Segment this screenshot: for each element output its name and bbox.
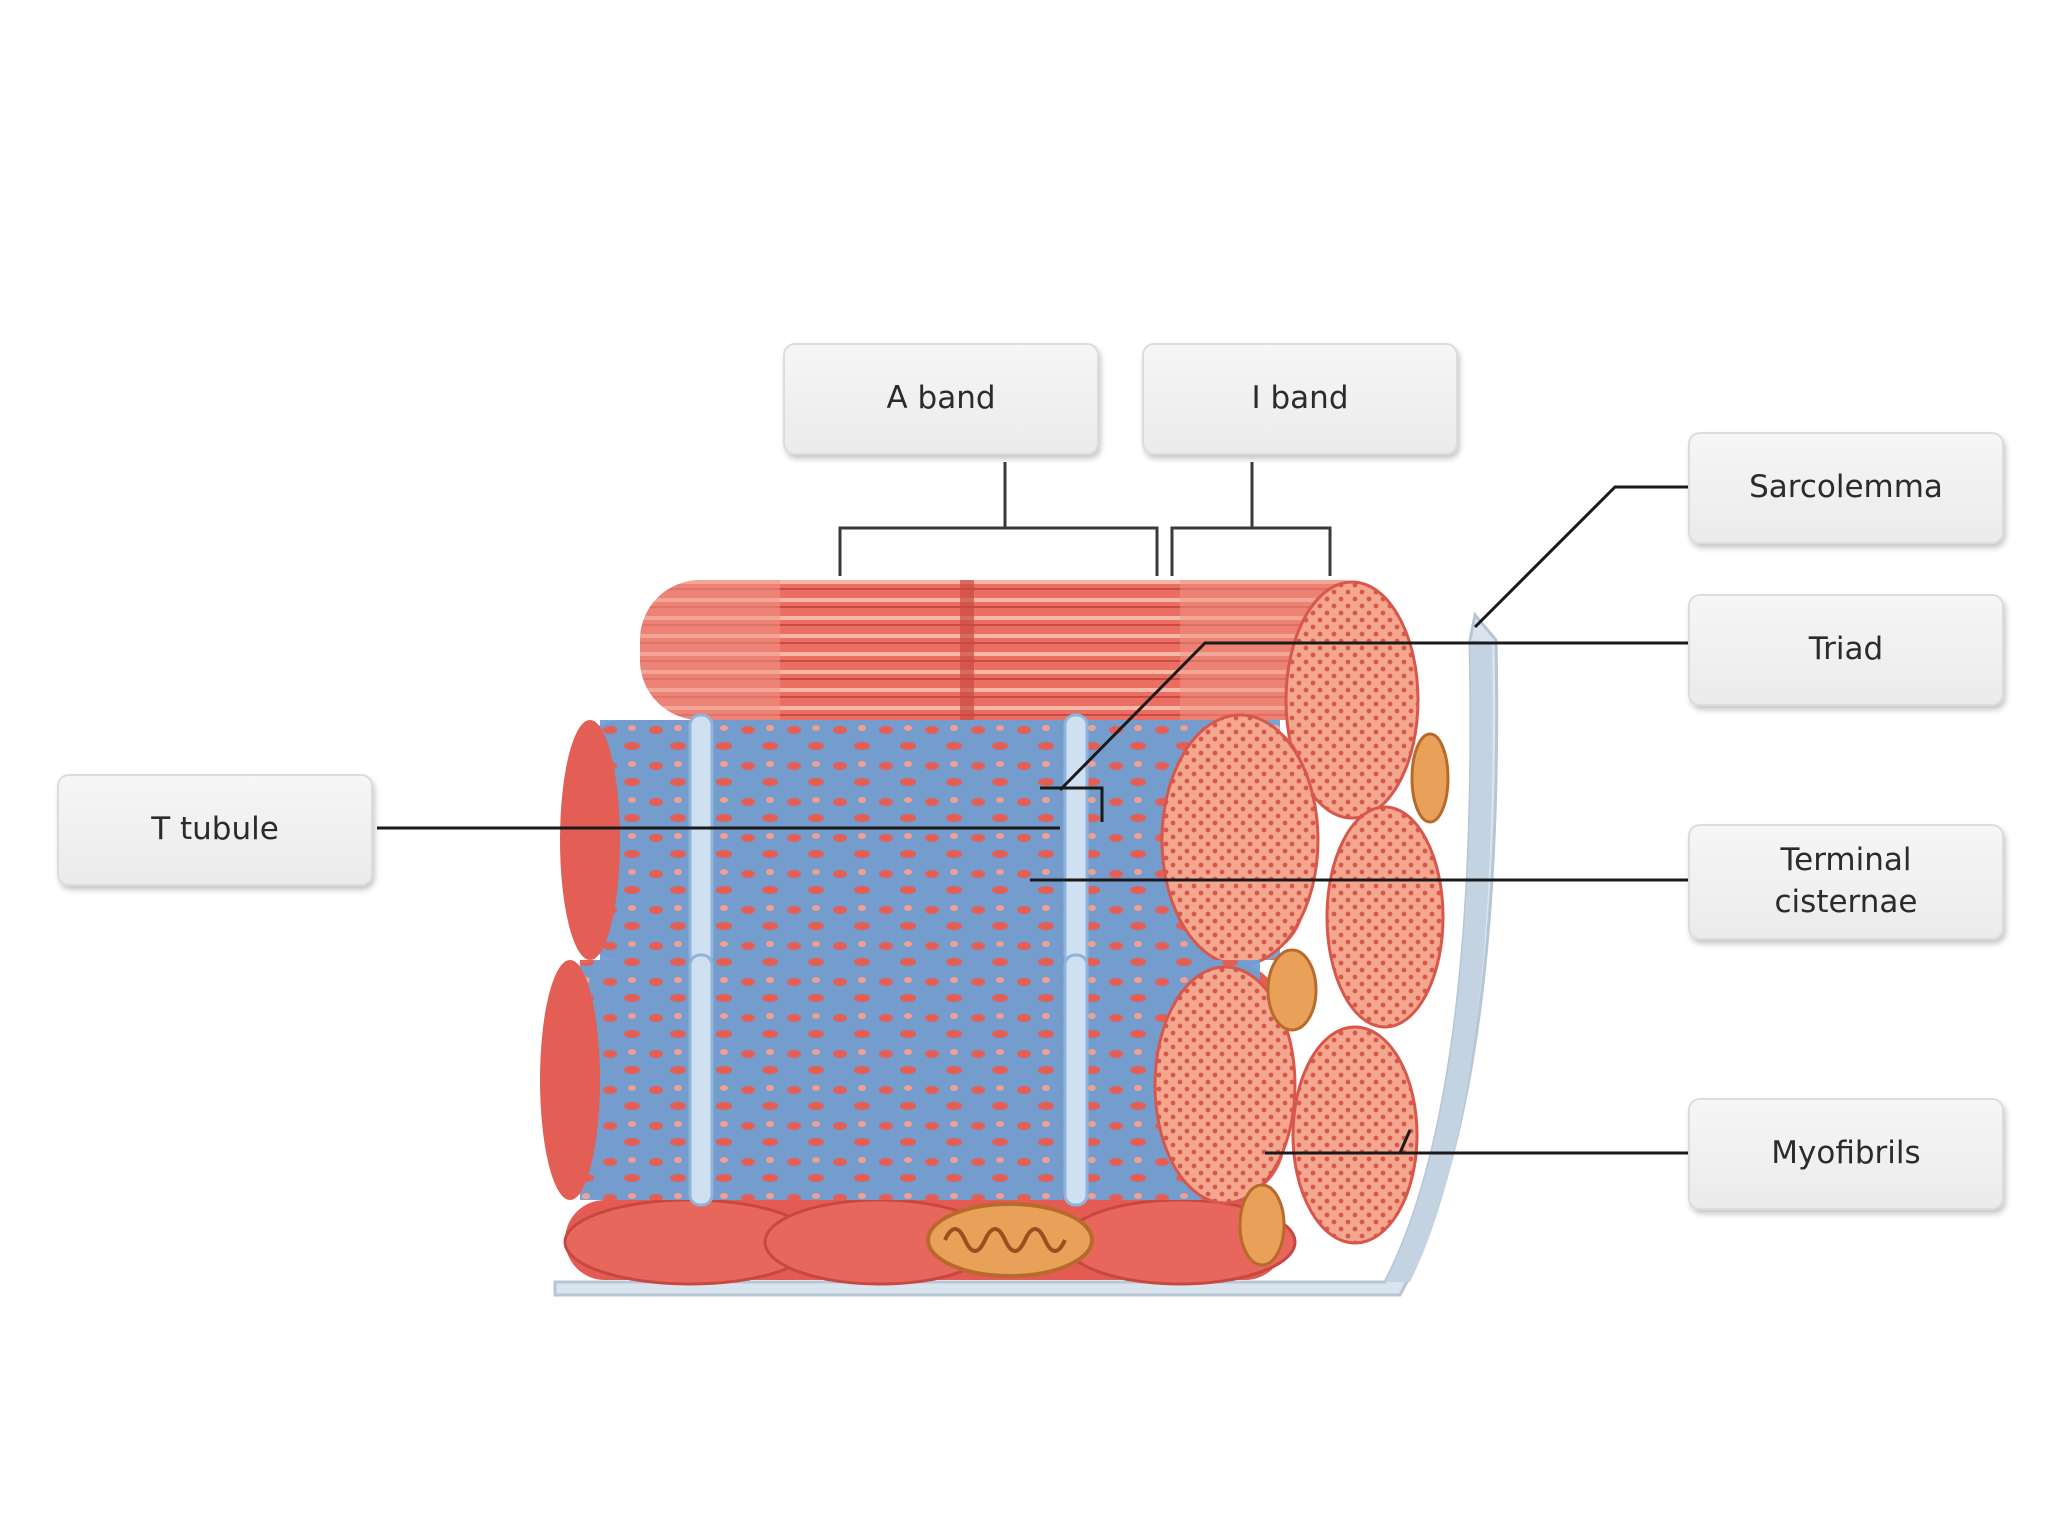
t-tubule-label-text: T tubule bbox=[151, 811, 279, 848]
myofibrils-label[interactable]: Myofibrils bbox=[1688, 1098, 2004, 1210]
bottom-myofibril-row bbox=[563, 1198, 1297, 1286]
top-myofibril bbox=[640, 580, 1420, 820]
a-band-label[interactable]: A band bbox=[783, 343, 1099, 455]
sarcolemma-membrane bbox=[553, 611, 1499, 1297]
triad-label[interactable]: Triad bbox=[1688, 594, 2004, 706]
a-band-label-text: A band bbox=[886, 380, 996, 417]
mitochondrion-icon bbox=[926, 1202, 1094, 1278]
i-band-label-text: I band bbox=[1251, 380, 1349, 417]
t-tubule-label[interactable]: T tubule bbox=[57, 774, 373, 886]
leader-lines bbox=[377, 485, 1688, 1155]
i-band-label[interactable]: I band bbox=[1142, 343, 1458, 455]
sarcolemma-label[interactable]: Sarcolemma bbox=[1688, 432, 2004, 544]
sarcolemma-label-text: Sarcolemma bbox=[1749, 469, 1943, 506]
lower-myofibril-with-sarcoplasmic-reticulum bbox=[540, 948, 1419, 1267]
band-brackets bbox=[838, 462, 1332, 576]
terminal-cisternae-label[interactable]: Terminal cisternae bbox=[1688, 824, 2004, 940]
middle-myofibril-with-sarcoplasmic-reticulum bbox=[560, 713, 1450, 1029]
triad-label-text: Triad bbox=[1808, 631, 1884, 668]
terminal-cisternae-label-text: Terminal cisternae bbox=[1774, 842, 1918, 920]
myofibrils-label-text: Myofibrils bbox=[1771, 1135, 1921, 1172]
